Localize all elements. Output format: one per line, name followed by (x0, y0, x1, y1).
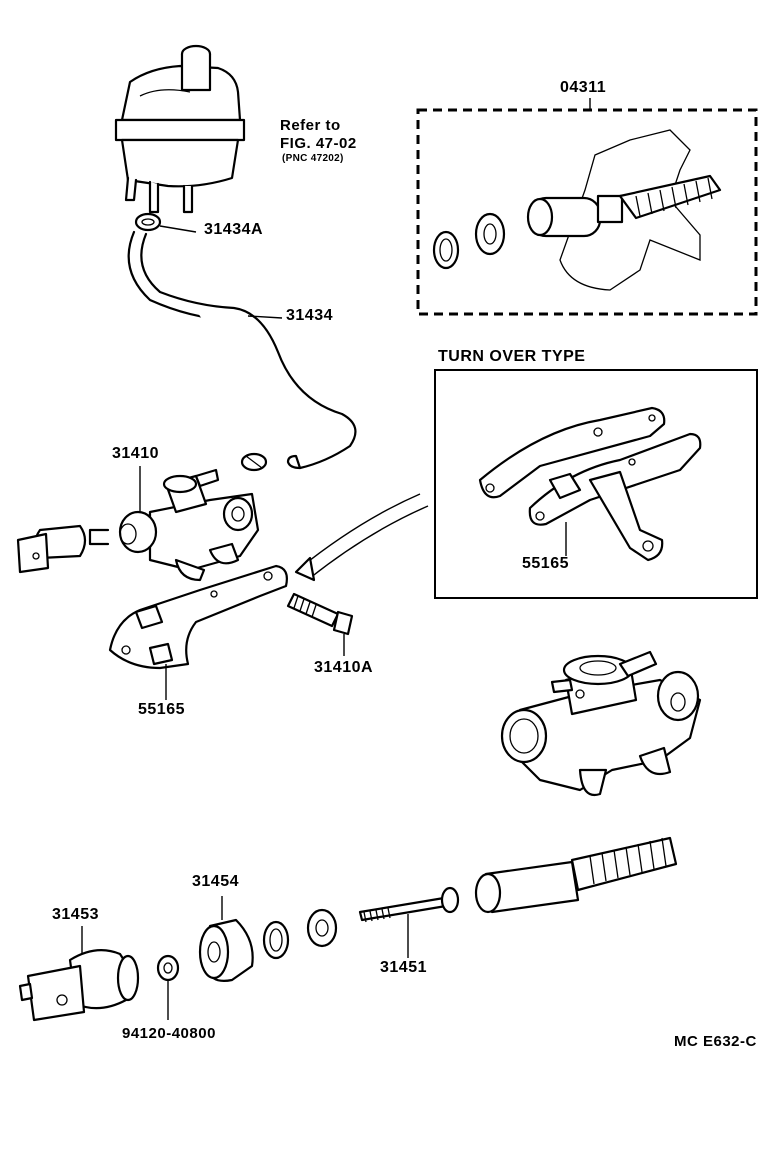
turn-over-title: TURN OVER TYPE (438, 348, 586, 365)
reference-arrow (294, 493, 429, 582)
label-kit: 04311 (560, 79, 607, 96)
label-turn-over-bracket: 55165 (522, 555, 569, 572)
master-cylinder-body (500, 650, 702, 797)
refer-text-line1: Refer to (280, 117, 341, 134)
label-boot: 31454 (192, 873, 239, 890)
label-nut: 94120-40800 (122, 1025, 216, 1042)
refer-text-line2: FIG. 47-02 (280, 135, 357, 152)
label-push-rod: 31451 (380, 959, 427, 976)
master-cylinder-upper (16, 452, 268, 582)
repair-kit-box (416, 98, 758, 316)
label-hose: 31434 (286, 307, 333, 324)
mounting-bolt (286, 592, 354, 656)
label-bracket: 55165 (138, 701, 185, 718)
hose-clip (134, 212, 197, 233)
refer-pnc: (PNC 47202) (282, 153, 344, 164)
label-master-cylinder: 31410 (112, 445, 159, 462)
reservoir-tank (114, 44, 246, 214)
turn-over-box (434, 369, 758, 599)
exploded-parts (18, 836, 678, 1022)
label-rod-clevis: 31453 (52, 906, 99, 923)
reservoir-hose (127, 230, 357, 470)
figure-code: MC E632-C (674, 1033, 757, 1050)
label-bolt: 31410A (314, 659, 374, 676)
label-clip: 31434A (204, 221, 264, 238)
pedal-bracket (108, 564, 288, 700)
